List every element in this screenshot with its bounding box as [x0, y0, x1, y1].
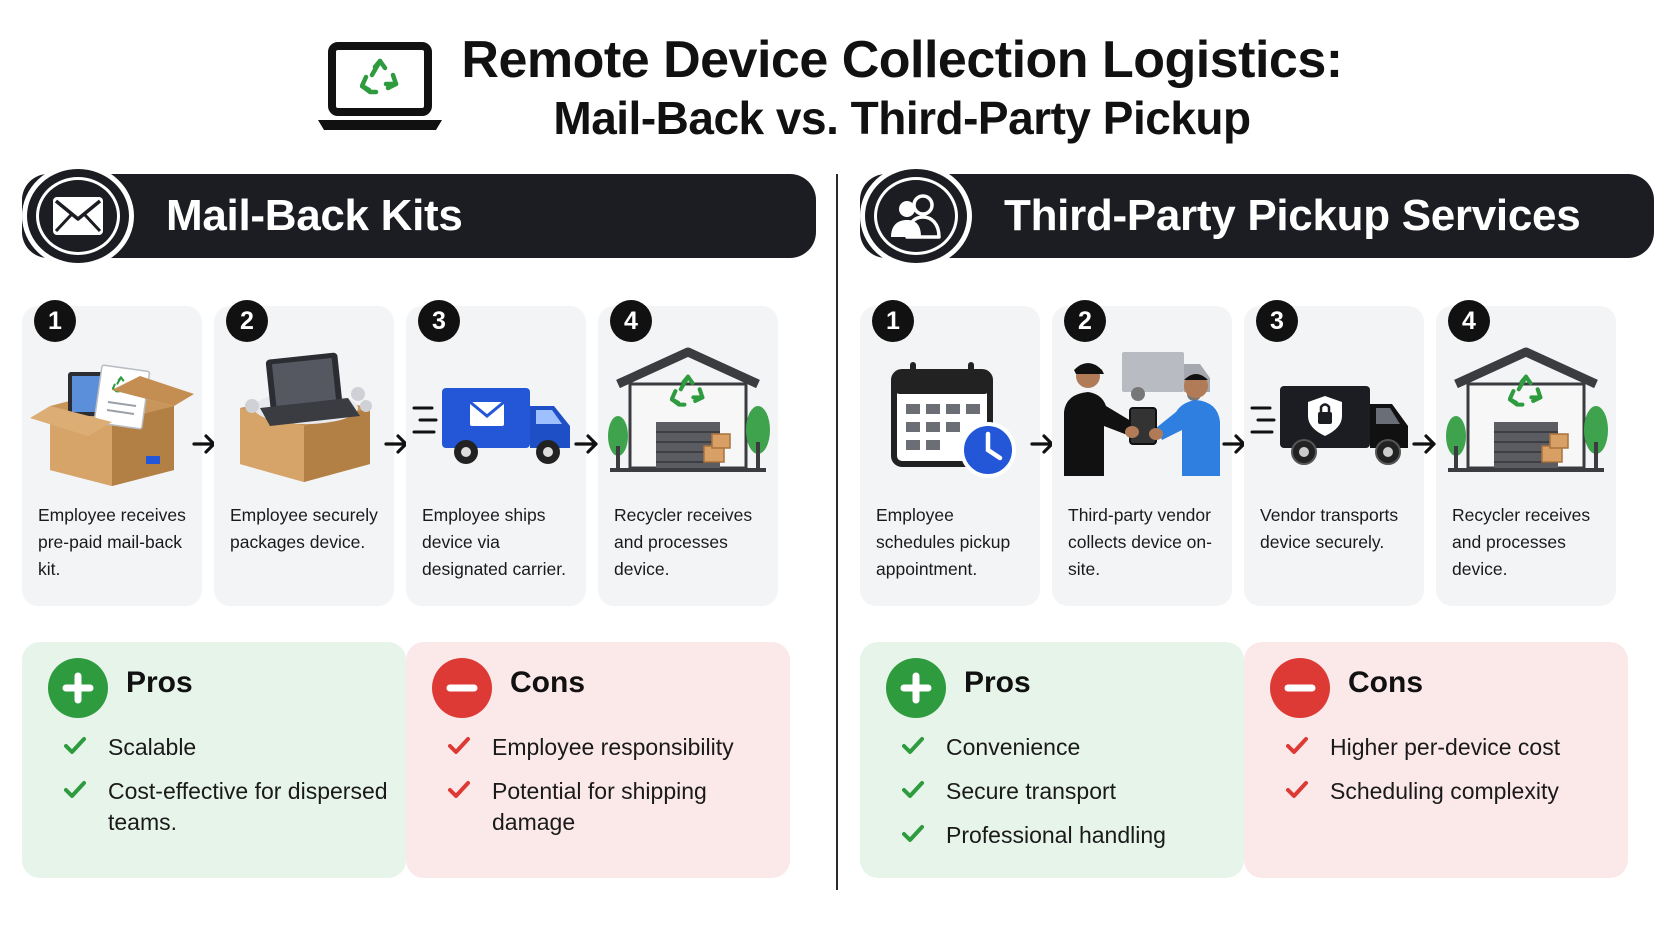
step-number: 4 [610, 300, 652, 342]
check-icon [902, 737, 924, 754]
step-text: Recycler receives and processes device. [1452, 505, 1591, 579]
mailback-step-3: 3 Employee ships device via designated c… [406, 300, 586, 606]
pickup-header-badge [860, 164, 972, 268]
mailback-header-badge [22, 164, 134, 268]
mailback-header: Mail-Back Kits [22, 174, 816, 258]
plus-icon [886, 658, 946, 718]
mailback-step-2: 2 Employee securely packages device. [214, 300, 394, 606]
cons-list: Higher per-device cost Scheduling comple… [1286, 732, 1616, 820]
check-icon [902, 825, 924, 842]
arrow-right-icon [574, 434, 598, 454]
title-line-1: Remote Device Collection Logistics: [461, 31, 1343, 89]
list-item: Scheduling complexity [1286, 776, 1616, 807]
step-text: Employee schedules pickup appointment. [876, 505, 1011, 579]
step-text: Employee securely packages device. [230, 505, 378, 552]
packed-laptop-box-icon [240, 352, 372, 482]
step-number: 2 [1064, 300, 1106, 342]
list-item: Higher per-device cost [1286, 732, 1616, 763]
check-icon [64, 781, 86, 798]
list-item: Secure transport [902, 776, 1232, 807]
page-title: Remote Device Collection Logistics: Mail… [452, 30, 1352, 146]
step-text: Third-party vendor collects device on-si… [1068, 505, 1212, 579]
section-divider [836, 174, 838, 890]
check-icon [448, 737, 470, 754]
mail-truck-icon [412, 388, 570, 464]
cons-heading: Cons [510, 666, 585, 699]
list-item: Professional handling [902, 820, 1232, 851]
open-box-laptop-icon [30, 364, 194, 486]
envelope-icon [53, 197, 103, 235]
check-icon [64, 737, 86, 754]
pickup-step-3: 3 Vendor transports device securely. [1244, 300, 1424, 606]
pickup-step-2: 2 Third-party vendor collects device on-… [1052, 300, 1232, 606]
step-number: 2 [226, 300, 268, 342]
list-item: Scalable [64, 732, 394, 763]
list-item: Cost-effective for dispersed teams. [64, 776, 394, 838]
arrow-right-icon [1412, 434, 1436, 454]
pickup-section: Third-Party Pickup Services 1 [860, 164, 1660, 890]
plus-icon [48, 658, 108, 718]
mailback-pros-box: Pros Scalable Cost-effective for dispers… [22, 642, 406, 878]
step-text: Vendor transports device securely. [1260, 505, 1399, 552]
mailback-cons-box: Cons Employee responsibility Potential f… [406, 642, 790, 878]
step-number: 1 [872, 300, 914, 342]
people-icon [891, 194, 941, 239]
list-item: Potential for shipping damage [448, 776, 778, 838]
mailback-step-1: 1 Employee receives pre-paid mail-back k… [22, 300, 202, 606]
list-item: Employee responsibility [448, 732, 778, 763]
pickup-cons-box: Cons Higher per-device cost Scheduling c… [1244, 642, 1628, 878]
calendar-clock-icon [891, 362, 1016, 478]
check-icon [1286, 737, 1308, 754]
pros-list: Scalable Cost-effective for dispersed te… [64, 732, 394, 851]
list-item: Convenience [902, 732, 1232, 763]
step-text: Recycler receives and processes device. [614, 505, 753, 579]
step-number: 1 [34, 300, 76, 342]
step-number: 3 [418, 300, 460, 342]
cons-list: Employee responsibility Potential for sh… [448, 732, 778, 851]
mailback-section: Mail-Back Kits 1 Employee receives pre [22, 164, 822, 890]
cons-heading: Cons [1348, 666, 1423, 699]
step-text: Employee ships device via designated car… [422, 505, 566, 579]
check-icon [902, 781, 924, 798]
minus-icon [432, 658, 492, 718]
pickup-header-title: Third-Party Pickup Services [1004, 191, 1581, 240]
check-icon [1286, 781, 1308, 798]
recycling-facility-icon [604, 346, 772, 486]
recycling-facility-icon [1442, 346, 1610, 486]
step-number: 4 [1448, 300, 1490, 342]
mailback-step-4: 4 Recycler receives and processes device… [598, 300, 778, 606]
minus-icon [1270, 658, 1330, 718]
pickup-step-4: 4 Recycler receives and processes device… [1436, 300, 1616, 606]
pros-heading: Pros [964, 666, 1031, 699]
pickup-step-1: 1 Employee schedules pickup appointment. [860, 300, 1040, 606]
title-area: Remote Device Collection Logistics: Mail… [0, 22, 1672, 152]
step-number: 3 [1256, 300, 1298, 342]
title-line-2: Mail-Back vs. Third-Party Pickup [553, 92, 1251, 144]
mailback-header-title: Mail-Back Kits [166, 191, 463, 240]
pickup-pros-box: Pros Convenience Secure transport Profes… [860, 642, 1244, 878]
pickup-header: Third-Party Pickup Services [860, 174, 1654, 258]
pros-list: Convenience Secure transport Professiona… [902, 732, 1232, 864]
laptop-recycle-icon [318, 42, 442, 130]
secure-truck-icon [1250, 386, 1408, 465]
step-text: Employee receives pre-paid mail-back kit… [38, 505, 186, 579]
check-icon [448, 781, 470, 798]
pros-heading: Pros [126, 666, 193, 699]
handover-icon [1064, 352, 1220, 476]
